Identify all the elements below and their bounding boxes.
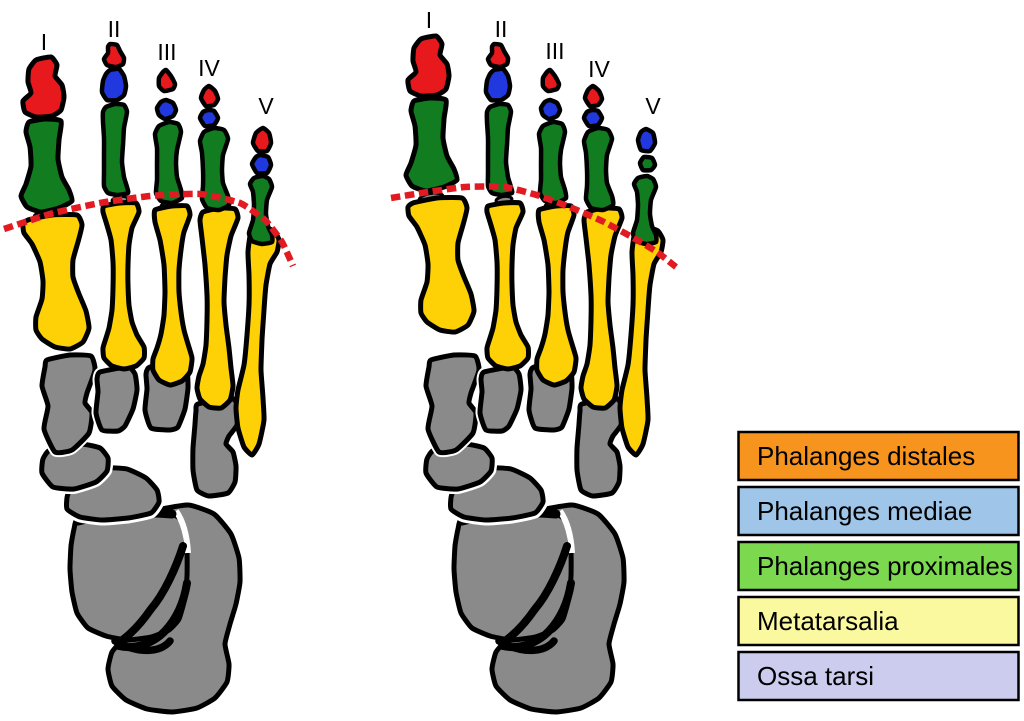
svg-text:V: V bbox=[645, 93, 661, 119]
svg-text:IV: IV bbox=[198, 55, 220, 81]
svg-text:Phalanges proximales: Phalanges proximales bbox=[757, 551, 1013, 581]
svg-text:III: III bbox=[545, 38, 564, 64]
svg-text:II: II bbox=[495, 16, 508, 42]
svg-text:Phalanges distales: Phalanges distales bbox=[757, 441, 975, 471]
svg-text:Ossa tarsi: Ossa tarsi bbox=[757, 661, 874, 691]
svg-text:I: I bbox=[41, 29, 47, 55]
svg-text:IV: IV bbox=[588, 56, 610, 82]
svg-text:Phalanges mediae: Phalanges mediae bbox=[757, 496, 972, 526]
svg-text:III: III bbox=[157, 39, 176, 65]
svg-text:I: I bbox=[426, 7, 432, 33]
svg-text:V: V bbox=[258, 93, 274, 119]
svg-text:Metatarsalia: Metatarsalia bbox=[757, 606, 899, 636]
svg-text:II: II bbox=[108, 16, 121, 42]
